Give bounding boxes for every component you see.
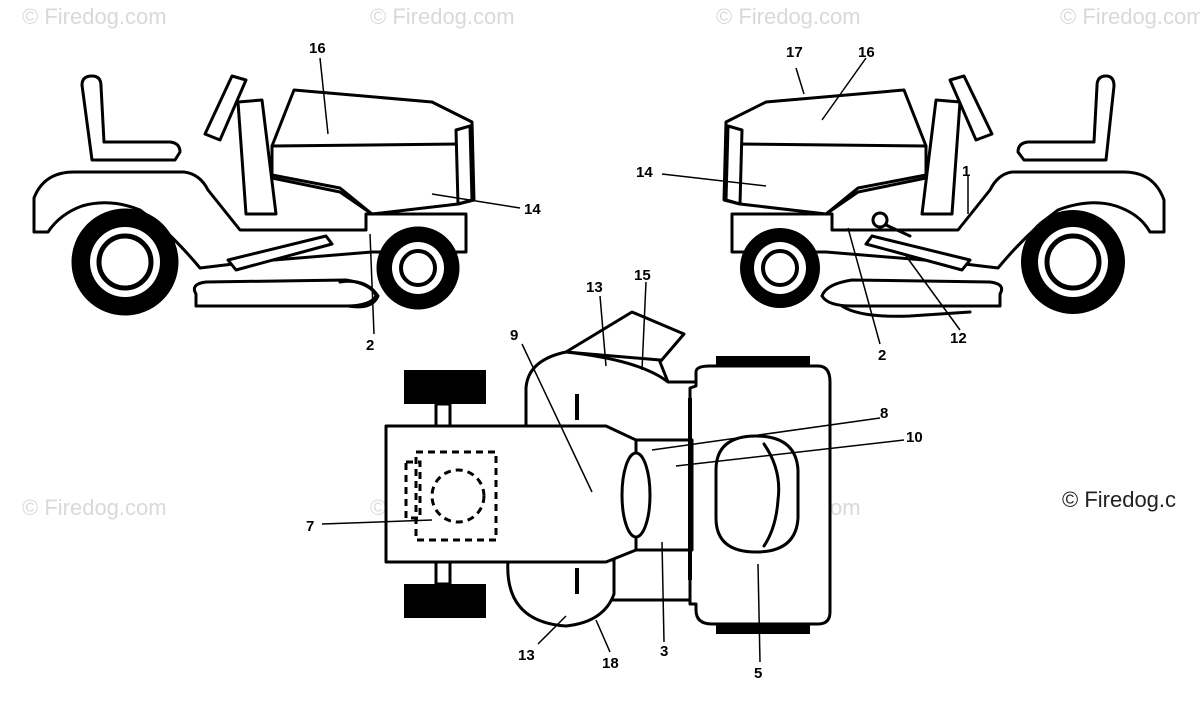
steering-column-right	[920, 98, 962, 216]
watermark: © Firedog.com	[22, 495, 167, 520]
callout-16-right: 16	[858, 44, 875, 61]
callout-labels: 16 14 2 17 16 14 1 2 12 13 15 9 8 10 7 1…	[306, 40, 970, 682]
callout-17: 17	[786, 44, 803, 61]
callout-15: 15	[634, 267, 651, 284]
callout-2-left: 2	[366, 337, 374, 354]
rear-body-right	[730, 170, 1166, 270]
callout-7: 7	[306, 518, 314, 535]
steering-wheel-top	[620, 451, 652, 539]
watermark: © Firedog.com	[1060, 4, 1200, 29]
leader-lines	[319, 57, 969, 663]
callout-10: 10	[906, 429, 923, 446]
callout-8: 8	[880, 405, 888, 422]
callout-12: 12	[950, 330, 967, 347]
callout-9: 9	[510, 327, 518, 344]
grille-left	[454, 124, 474, 206]
callout-18: 18	[602, 655, 619, 672]
callout-13-top: 13	[586, 279, 603, 296]
engine-outline	[414, 450, 498, 542]
callout-16-left: 16	[309, 40, 326, 57]
mower-deck-left	[192, 278, 378, 308]
tractor-left-view	[32, 74, 476, 316]
hood-right	[722, 88, 928, 216]
steering-column-left	[236, 98, 278, 216]
rear-body-left	[32, 170, 468, 270]
front-tire-top	[404, 370, 486, 404]
pedal-right	[864, 234, 972, 272]
watermark: © Firedog.com	[22, 4, 167, 29]
deck-bottom-bulge	[506, 558, 616, 628]
watermark: © Firedog.com	[716, 4, 861, 29]
watermark: © Firedog.com	[370, 4, 515, 29]
pedal-left	[226, 234, 334, 272]
hood-top	[384, 424, 638, 564]
callout-1: 1	[962, 163, 970, 180]
steering-wheel-right	[948, 74, 994, 142]
ignition-key-icon	[871, 211, 889, 229]
callout-5: 5	[754, 665, 762, 682]
callout-14-right: 14	[636, 164, 653, 181]
callout-2-right: 2	[878, 347, 886, 364]
watermark-main: © Firedog.c	[1062, 487, 1176, 512]
callout-14-left: 14	[524, 201, 541, 218]
callout-13-bottom: 13	[518, 647, 535, 664]
seat-right	[1016, 74, 1116, 162]
steering-wheel-left	[203, 74, 248, 142]
callout-3: 3	[660, 643, 668, 660]
mower-deck-right	[820, 278, 1004, 308]
front-tire-bottom	[404, 584, 486, 618]
tractor-right-view	[722, 74, 1166, 318]
grille-right	[724, 124, 744, 206]
tractor-top-view	[384, 310, 832, 634]
seat-left	[80, 74, 182, 162]
